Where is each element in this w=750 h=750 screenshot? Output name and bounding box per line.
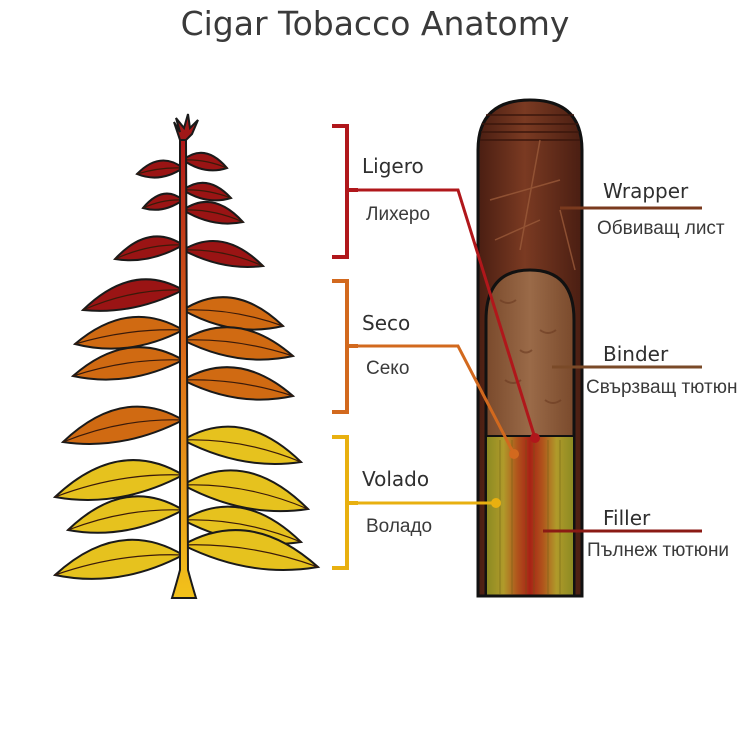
label-binder: Binder [603,342,669,366]
binder-texture [499,299,562,404]
label-wrapper-bg: Обвиващ лист [597,218,725,239]
leaf-vein [182,309,284,327]
bracket-ligero [332,124,349,259]
wrapper-band-lines [480,114,580,141]
plant-leaf [60,405,186,445]
leaf-vein [182,249,264,267]
plant-leaf [180,529,321,571]
leaf-vein [72,359,184,377]
leaf-vein [114,244,184,260]
level-connectors [358,188,540,508]
plant-leaf [180,469,311,513]
plant-leaf [65,495,186,534]
filler-strands [499,440,561,594]
label-ligero-bg: Лихеро [366,204,430,225]
plant-leaf [180,240,266,268]
label-wrapper: Wrapper [603,179,689,203]
connector-volado-dot [491,498,501,508]
bracket-seco [332,279,349,414]
leaf-vein [182,439,302,463]
label-ligero: Ligero [362,154,424,178]
connector-seco [358,344,516,455]
tobacco-plant [52,113,321,599]
label-volado: Volado [362,467,429,491]
cigar-filler [485,435,575,597]
label-volado-bg: Воладо [366,516,432,537]
plant-stem [170,139,198,599]
bracket-volado [332,435,349,570]
leaf-vein [182,484,309,510]
connector-ligero [358,188,537,439]
label-binder-bg: Свързващ тютюн [586,377,737,398]
leaf-vein [54,554,184,576]
leaf-vein [54,474,184,498]
leaf-vein [182,519,302,543]
label-seco-bg: Секо [366,358,409,379]
plant-leaf [52,459,186,501]
part-leaders [543,206,702,533]
connector-ligero-dot [530,433,540,443]
leaf-vein [182,544,319,568]
leaf-vein [182,209,244,223]
label-filler-bg: Пълнеж тютюни [587,540,729,561]
leaf-vein [62,419,184,443]
leaf-vein [67,509,184,531]
leaf-vein [182,379,294,397]
leaf-vein [82,289,184,311]
leaf-vein [74,329,184,345]
plant-level-brackets [332,124,358,570]
label-filler: Filler [603,506,651,530]
diagram-title: Cigar Tobacco Anatomy [181,4,570,43]
plant-leaf [180,425,304,465]
leaf-vein [182,339,294,357]
connector-seco-dot [509,449,519,459]
plant-leaf [80,278,186,312]
label-seco: Seco [362,311,410,335]
plant-flower [173,113,199,141]
cigar [476,98,584,598]
wrapper-veins [489,139,576,271]
